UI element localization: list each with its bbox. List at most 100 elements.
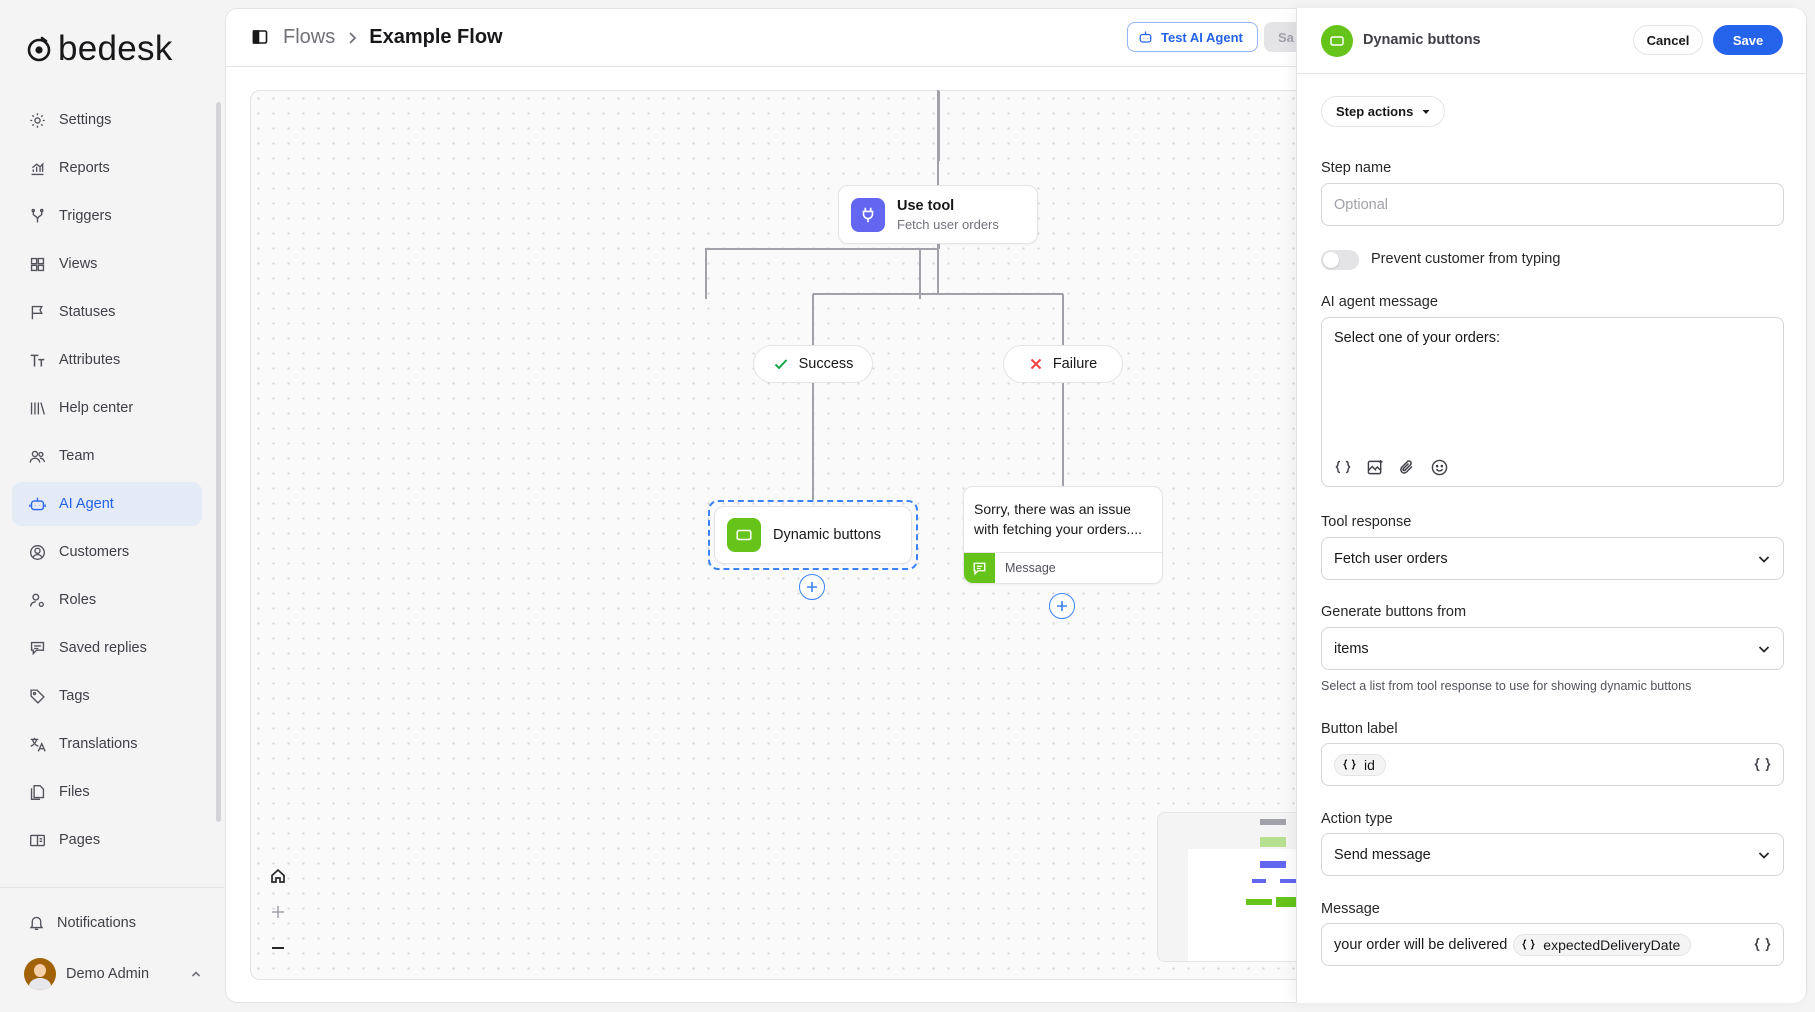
user-circle-icon [28, 543, 46, 561]
sidebar-item-roles[interactable]: Roles [12, 578, 202, 622]
files-icon [28, 783, 46, 801]
sidebar-item-ai-agent[interactable]: AI Agent [12, 482, 202, 526]
zoom-in-icon[interactable] [268, 902, 288, 922]
chevron-down-icon [1757, 642, 1771, 656]
minimap-node [1252, 879, 1266, 883]
ai-message-text: Select one of your orders: [1334, 330, 1501, 346]
message-node-type: Message [1005, 561, 1056, 575]
sidebar-item-customers[interactable]: Customers [12, 530, 202, 574]
add-step-button[interactable] [799, 574, 825, 600]
sidebar-nav: Settings Reports Triggers Views Statuses… [12, 98, 202, 866]
sidebar-item-tags[interactable]: Tags [12, 674, 202, 718]
dynamic-buttons-node[interactable]: Dynamic buttons [714, 506, 912, 564]
sidebar-item-triggers[interactable]: Triggers [12, 194, 202, 238]
step-name-field[interactable] [1321, 183, 1784, 226]
sidebar-item-files[interactable]: Files [12, 770, 202, 814]
sidebar-item-saved-replies[interactable]: Saved replies [12, 626, 202, 670]
message-node[interactable]: Sorry, there was an issue with fetching … [963, 486, 1163, 584]
branch-failure-label: Failure [1052, 356, 1098, 372]
sidebar: bedesk Settings Reports Triggers Views S… [0, 0, 224, 1012]
step-name-input[interactable] [1334, 196, 1783, 213]
add-step-button[interactable] [1049, 593, 1075, 619]
tool-response-select[interactable]: Fetch user orders [1321, 537, 1784, 580]
tool-response-value: Fetch user orders [1334, 550, 1448, 567]
action-type-select[interactable]: Send message [1321, 833, 1784, 876]
sidebar-item-label: Translations [59, 736, 138, 752]
sidebar-item-label: Roles [59, 592, 97, 608]
branch-success[interactable]: Success [753, 345, 873, 383]
use-tool-node[interactable]: Use tool Fetch user orders [838, 185, 1038, 244]
sidebar-item-label: AI Agent [59, 496, 114, 512]
sidebar-item-attributes[interactable]: Attributes [12, 338, 202, 382]
logo-text: bedesk [58, 29, 173, 68]
pages-icon [28, 831, 46, 849]
message-icon [964, 552, 995, 583]
panel-toggle-icon[interactable] [252, 29, 268, 45]
insert-variable-icon[interactable] [1754, 936, 1771, 953]
sidebar-item-team[interactable]: Team [12, 434, 202, 478]
test-ai-agent-button[interactable]: Test AI Agent [1127, 22, 1258, 52]
sidebar-item-help-center[interactable]: Help center [12, 386, 202, 430]
insert-variable-icon[interactable] [1754, 756, 1771, 773]
sidebar-item-translations[interactable]: Translations [12, 722, 202, 766]
message-node-text: Sorry, there was an issue with fetching … [974, 501, 1143, 537]
sidebar-item-statuses[interactable]: Statuses [12, 290, 202, 334]
step-actions-dropdown[interactable]: Step actions [1321, 96, 1446, 127]
textarea-toolbar [1334, 458, 1448, 476]
close-icon [1029, 357, 1043, 371]
variable-braces-icon[interactable] [1334, 458, 1352, 476]
library-icon [28, 399, 46, 417]
avatar [24, 958, 56, 990]
sidebar-scrollbar[interactable] [216, 102, 221, 822]
minimap[interactable] [1157, 812, 1307, 962]
image-upload-icon[interactable] [1366, 458, 1384, 476]
variable-chip[interactable]: id [1334, 753, 1386, 776]
selected-node-outline [708, 500, 918, 570]
sidebar-item-label: Reports [59, 160, 110, 176]
translate-icon [28, 735, 46, 753]
sidebar-item-settings[interactable]: Settings [12, 98, 202, 142]
message-field[interactable]: your order will be delivered expectedDel… [1321, 923, 1784, 966]
home-icon[interactable] [268, 866, 288, 886]
saved-replies-icon [28, 639, 46, 657]
chevron-down-icon [1757, 848, 1771, 862]
message-label: Message [1321, 901, 1380, 917]
user-menu[interactable]: Demo Admin [24, 958, 202, 990]
prevent-typing-toggle[interactable] [1321, 250, 1359, 270]
button-label-field[interactable]: id [1321, 743, 1784, 786]
drawer-header: Dynamic buttons Cancel Save [1297, 8, 1806, 74]
step-name-label: Step name [1321, 160, 1392, 176]
sidebar-item-views[interactable]: Views [12, 242, 202, 286]
sidebar-item-pages[interactable]: Pages [12, 818, 202, 862]
emoji-icon[interactable] [1430, 458, 1448, 476]
caret-down-icon [1422, 109, 1430, 115]
minimap-node [1260, 819, 1286, 825]
message-node-footer: Message [964, 552, 1162, 583]
sidebar-item-label: Attributes [59, 352, 121, 368]
variable-chip[interactable]: expectedDeliveryDate [1513, 933, 1692, 956]
drawer-title: Dynamic buttons [1363, 32, 1481, 48]
logo[interactable]: bedesk [26, 30, 173, 68]
gear-icon [28, 111, 46, 129]
generate-from-select[interactable]: items [1321, 627, 1784, 670]
minimap-node [1260, 837, 1286, 847]
flag-icon [28, 303, 46, 321]
cancel-button[interactable]: Cancel [1633, 25, 1703, 55]
step-actions-label: Step actions [1336, 104, 1414, 119]
variable-braces-icon [1522, 938, 1536, 951]
ai-message-textarea[interactable]: Select one of your orders: [1321, 317, 1784, 487]
notifications-link[interactable]: Notifications [28, 914, 136, 931]
chart-icon [28, 159, 46, 177]
branch-failure[interactable]: Failure [1003, 345, 1123, 383]
sidebar-item-label: Saved replies [59, 640, 147, 656]
action-type-label: Action type [1321, 811, 1393, 827]
sidebar-item-reports[interactable]: Reports [12, 146, 202, 190]
save-button[interactable]: Save [1713, 25, 1783, 55]
paperclip-icon[interactable] [1398, 458, 1416, 476]
team-icon [28, 447, 46, 465]
action-type-value: Send message [1334, 846, 1431, 863]
minimap-node [1246, 899, 1272, 905]
breadcrumb-flows[interactable]: Flows [283, 26, 336, 48]
zoom-out-icon[interactable] [268, 938, 288, 958]
